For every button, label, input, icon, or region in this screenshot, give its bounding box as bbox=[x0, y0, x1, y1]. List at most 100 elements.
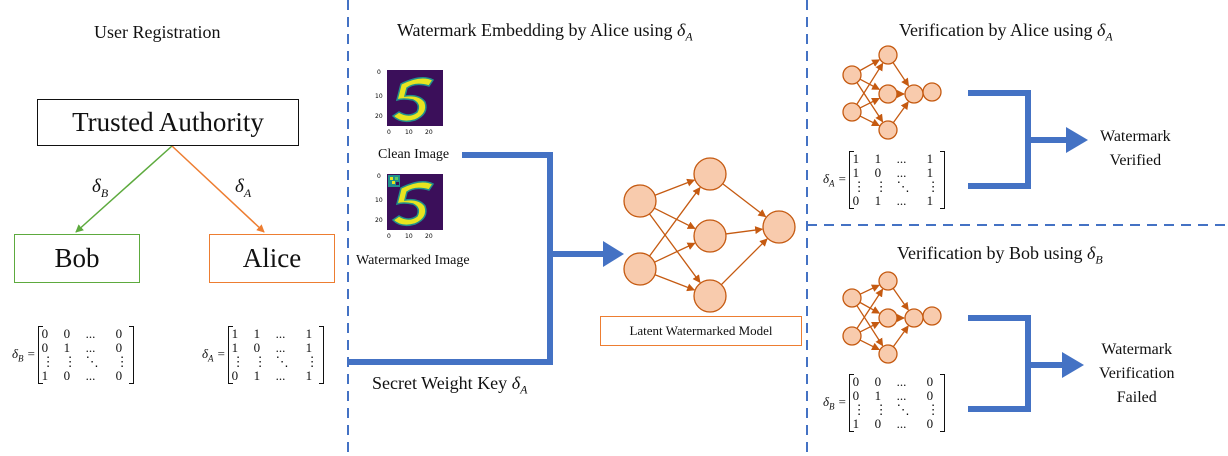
matrix-cell: ⋮ bbox=[926, 179, 940, 194]
neuron-connection bbox=[892, 101, 909, 124]
alice-result-line-1: Watermark bbox=[1100, 128, 1171, 145]
title-watermark-embedding: Watermark Embedding by Alice using δA bbox=[397, 20, 693, 45]
wm-ytick-10: 10 bbox=[375, 197, 383, 204]
matrix-cell: ⋱ bbox=[275, 354, 289, 369]
bob-result-text: Watermark Verification Failed bbox=[1099, 338, 1175, 410]
clean-image-label: Clean Image bbox=[378, 147, 450, 162]
latent-watermarked-model-box: Latent Watermarked Model bbox=[600, 316, 802, 346]
secret-weight-key-label: Secret Weight Key δA bbox=[372, 373, 528, 397]
matrix-cell: 1 bbox=[253, 326, 261, 341]
neuron-connection bbox=[859, 97, 880, 109]
matrix-cell: 1 bbox=[852, 151, 860, 166]
flow-bob-bracket bbox=[968, 315, 1031, 412]
neuron-connection bbox=[892, 287, 909, 311]
matrix-cell: ⋮ bbox=[852, 402, 866, 417]
neuron-connection bbox=[856, 288, 884, 329]
matrix-cell: 1 bbox=[253, 368, 261, 383]
neuron-connection bbox=[859, 301, 881, 314]
neuron bbox=[842, 326, 862, 346]
neuron bbox=[623, 252, 657, 286]
latent-model-network bbox=[623, 157, 796, 313]
watermarked-image-label: Watermarked Image bbox=[356, 253, 470, 268]
wm-xtick-0: 0 bbox=[387, 233, 391, 240]
matrix-cell: 0 bbox=[874, 165, 882, 180]
matrix-cell: ⋮ bbox=[852, 179, 866, 194]
matrix-cell: ⋮ bbox=[253, 354, 267, 369]
flow-alice-bracket bbox=[968, 90, 1031, 189]
neuron-connection bbox=[892, 62, 910, 87]
matrix-cell: ... bbox=[896, 374, 907, 389]
alice-result-line-2: Verified bbox=[1109, 152, 1162, 169]
matrix-cell: ... bbox=[275, 340, 286, 355]
title-verification-alice: Verification by Alice using δA bbox=[899, 20, 1113, 45]
matrix-cell: ... bbox=[896, 416, 907, 431]
trusted-authority-label: Trusted Authority bbox=[72, 107, 264, 137]
latent-model-label: Latent Watermarked Model bbox=[629, 323, 773, 338]
matrix-cell: ⋮ bbox=[305, 354, 319, 369]
neuron bbox=[878, 271, 898, 291]
matrix-cell: 1 bbox=[926, 151, 934, 166]
clean-xtick-10: 10 bbox=[405, 129, 413, 136]
matrix-cell: ⋮ bbox=[115, 354, 129, 369]
bob-verification-network bbox=[842, 271, 942, 364]
neuron-connection bbox=[654, 274, 696, 292]
bob-label: Bob bbox=[54, 243, 100, 273]
title-verify-bob-text: Verification by Bob using bbox=[897, 243, 1087, 263]
matrix-cell: 1 bbox=[41, 368, 49, 383]
title-embedding-text: Watermark Embedding by Alice using bbox=[397, 20, 677, 40]
matrix-cell: 1 bbox=[926, 165, 934, 180]
neuron-connection bbox=[725, 226, 764, 235]
neuron-connection bbox=[892, 325, 909, 348]
clean-xtick-0: 0 bbox=[387, 129, 391, 136]
neuron-connection bbox=[859, 339, 880, 351]
matrix-cell: 0 bbox=[231, 368, 239, 383]
alice-label: Alice bbox=[242, 243, 302, 273]
neuron-connection bbox=[859, 59, 881, 72]
title-verify-alice-text: Verification by Alice using bbox=[899, 20, 1097, 40]
edge-authority-to-bob bbox=[75, 145, 173, 233]
matrix-cell: ⋮ bbox=[231, 354, 245, 369]
neuron-connection bbox=[856, 305, 884, 347]
matrix-cell: ... bbox=[275, 368, 286, 383]
matrix-cell: 0 bbox=[852, 193, 860, 208]
neuron bbox=[693, 157, 727, 191]
matrix-cell: 0 bbox=[874, 374, 882, 389]
wm-ytick-20: 20 bbox=[375, 217, 383, 224]
matrix-cell: ... bbox=[896, 165, 907, 180]
neuron bbox=[878, 120, 898, 140]
neuron-connection bbox=[648, 186, 701, 257]
title-verify-bob-delta: δB bbox=[1086, 243, 1103, 267]
title-verification-bob: Verification by Bob using δB bbox=[897, 243, 1103, 268]
neuron bbox=[842, 102, 862, 122]
neuron-connection bbox=[654, 178, 696, 196]
flow-bob-arrowhead bbox=[1062, 352, 1084, 378]
neuron-connection bbox=[856, 82, 884, 123]
matrix-cell: ⋱ bbox=[896, 179, 910, 194]
matrix-cell: 0 bbox=[852, 374, 860, 389]
matrix-cell: ⋮ bbox=[874, 179, 888, 194]
neuron-connection bbox=[856, 62, 884, 105]
matrix-cell: 0 bbox=[926, 388, 934, 403]
neuron bbox=[904, 84, 924, 104]
bob-result-line-1: Watermark bbox=[1101, 341, 1173, 358]
matrix-cell: 1 bbox=[305, 340, 313, 355]
matrix-cell: ⋮ bbox=[63, 354, 77, 369]
matrix-cell: ... bbox=[896, 193, 907, 208]
edge-label-delta-a: δA bbox=[235, 176, 252, 200]
matrix-cell: ⋮ bbox=[926, 402, 940, 417]
matrix-name: δA = bbox=[202, 346, 226, 364]
neuron bbox=[922, 82, 942, 102]
title-verify-alice-delta: δA bbox=[1096, 20, 1113, 44]
matrix-cell: 1 bbox=[926, 193, 934, 208]
neuron bbox=[904, 308, 924, 328]
matrix-cell: 1 bbox=[874, 193, 882, 208]
neuron bbox=[878, 308, 898, 328]
alice-result-text: Watermark Verified bbox=[1100, 125, 1171, 173]
neuron bbox=[693, 279, 727, 313]
